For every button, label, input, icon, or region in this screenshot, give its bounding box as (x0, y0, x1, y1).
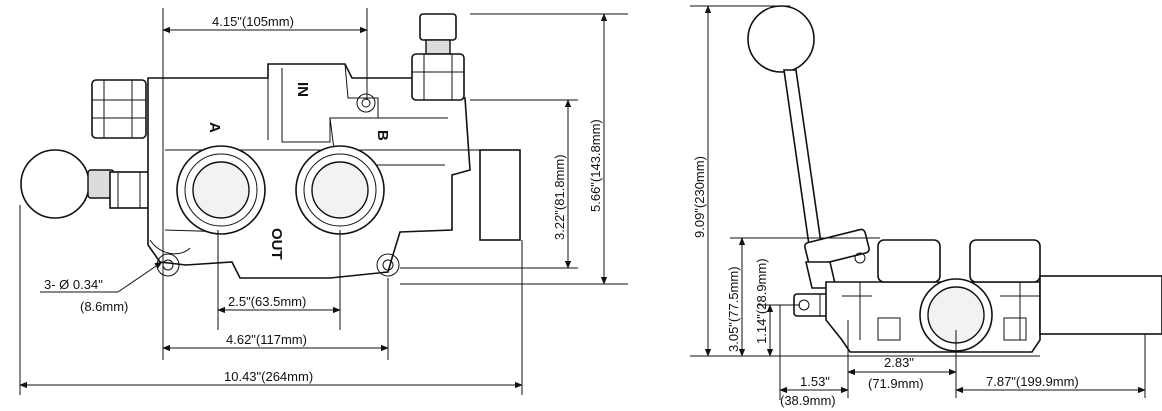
dim-mount-spacing: 4.62"(117mm) (226, 332, 307, 347)
dim-pivot-offset-in: 1.53" (800, 374, 830, 389)
side-lever (747, 5, 870, 289)
hole-callout-qty: 3- Ø 0.34" (44, 277, 103, 292)
side-view: 9.09"(230mm) 3.05"(77.5mm) 1.14"(28.9mm)… (690, 5, 1162, 408)
dim-pivot-offset-mm: (38.9mm) (780, 393, 836, 408)
dim-total-length: 10.43"(264mm) (224, 369, 313, 384)
front-view: IN A B OUT 4.15"(105mm) 5.66"(143.8mm) 3… (19, 8, 628, 395)
front-port-b (295, 145, 385, 235)
dim-port-offset-in: 2.83" (884, 355, 914, 370)
dim-lever-height: 9.09"(230mm) (692, 156, 707, 238)
dim-port-offset-mm: (71.9mm) (868, 376, 924, 391)
dim-body-length: 7.87"(199.9mm) (986, 374, 1079, 389)
front-left-fitting (91, 79, 147, 139)
dim-height-total: 5.66"(143.8mm) (588, 119, 603, 212)
dim-body-height: 3.05"(77.5mm) (726, 266, 741, 352)
hole-callout-mm: (8.6mm) (80, 299, 128, 314)
side-valve-body (825, 239, 1162, 353)
front-port-a (176, 145, 266, 235)
label-in: IN (294, 82, 311, 97)
dim-pin-height: 1.14"(28.9mm) (754, 258, 769, 344)
dim-width-top: 4.15"(105mm) (212, 14, 294, 29)
label-a: A (206, 122, 223, 133)
label-out: OUT (268, 228, 285, 260)
label-b: B (374, 130, 391, 141)
dim-port-spacing: 2.5"(63.5mm) (228, 294, 306, 309)
dim-height-ports: 3.22"(81.8mm) (552, 154, 567, 240)
